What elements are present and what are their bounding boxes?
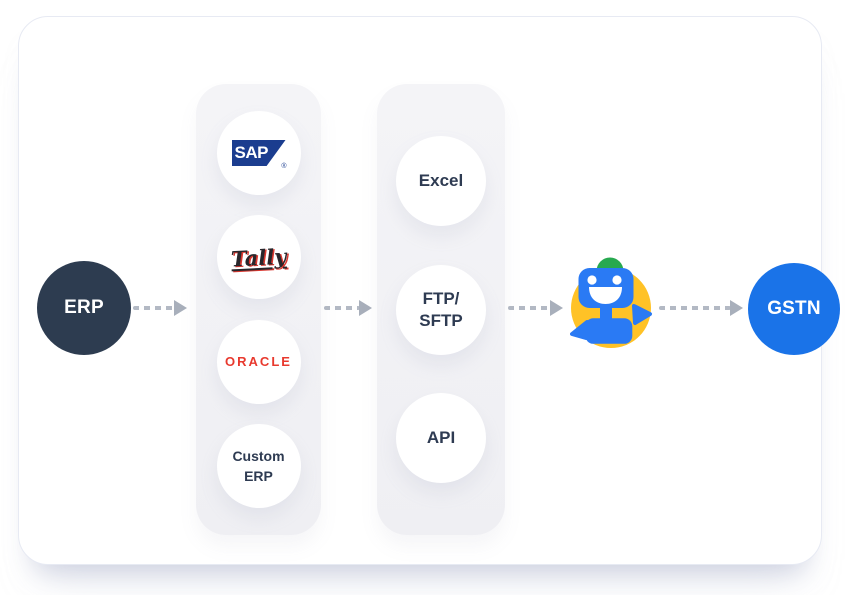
arrowhead-icon: [550, 300, 563, 316]
ftp-line2: SFTP: [419, 310, 463, 330]
dashed-line: [508, 306, 551, 310]
custom-erp-label: Custom ERP: [232, 446, 284, 487]
excel-label: Excel: [418, 171, 464, 191]
sap-logo-shape: SAP: [231, 140, 286, 166]
custom-erp-line2: ERP: [244, 467, 273, 484]
arrowhead-icon: [174, 300, 187, 316]
erp-systems-panel: SAP ® Tally ORACLE Custom ERP: [196, 84, 321, 535]
ftp-line1: FTP/: [422, 289, 460, 309]
gstn-target-label: GSTN: [767, 298, 821, 319]
oracle-logo: ORACLE: [225, 354, 292, 370]
excel-bubble: Excel: [396, 136, 486, 226]
sap-registered-mark: ®: [281, 163, 287, 170]
arrowhead-icon: [359, 300, 372, 316]
gstn-target-circle: GSTN: [748, 263, 840, 355]
integration-flow-card: ERP SAP ®: [18, 16, 840, 565]
sap-logo: SAP ®: [231, 140, 287, 170]
channels-panel: Excel FTP/ SFTP API: [377, 84, 505, 535]
flow-arrow-bot-to-gstn: [659, 300, 743, 316]
flow-arrow-systems-to-channels: [324, 300, 372, 316]
dashed-line: [324, 306, 360, 310]
api-label: API: [426, 428, 456, 448]
erp-source-circle: ERP: [37, 261, 131, 355]
api-bubble: API: [396, 393, 486, 483]
dashed-line: [133, 306, 175, 310]
oracle-bubble: ORACLE: [216, 319, 301, 404]
flow-arrow-channels-to-bot: [508, 300, 563, 316]
dashed-line: [659, 306, 731, 310]
custom-erp-bubble: Custom ERP: [216, 423, 301, 508]
sap-logo-text: SAP: [234, 143, 269, 162]
ftp-sftp-bubble: FTP/ SFTP: [396, 264, 486, 355]
flow-arrow-erp-to-systems: [133, 300, 187, 316]
sap-bubble: SAP ®: [216, 111, 301, 195]
robot-mascot-icon: [570, 257, 652, 348]
erp-source-label: ERP: [64, 297, 104, 318]
custom-erp-line1: Custom: [232, 447, 285, 464]
tally-bubble: Tally: [216, 215, 301, 300]
tally-logo: Tally: [230, 243, 287, 272]
arrowhead-icon: [730, 300, 743, 316]
ftp-sftp-label: FTP/ SFTP: [419, 288, 462, 331]
